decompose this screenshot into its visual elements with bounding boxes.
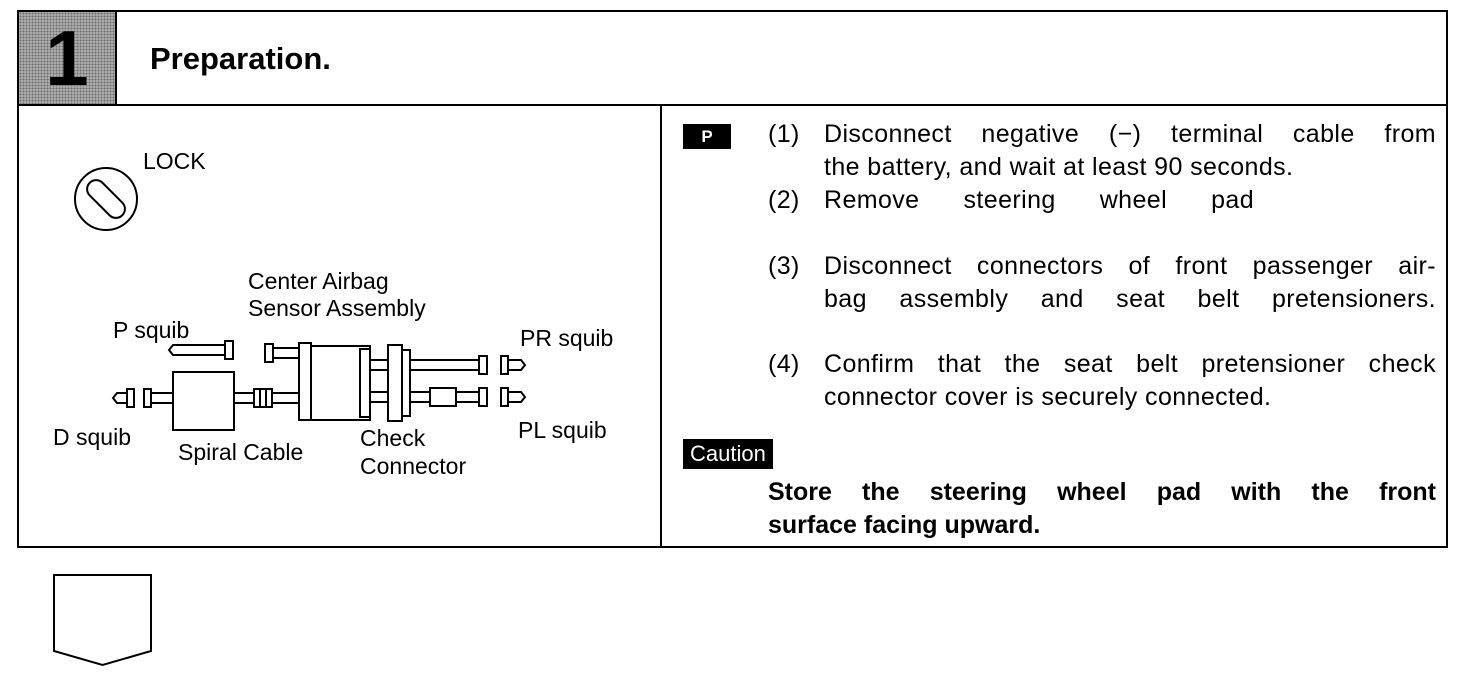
illustration-panel: LOCK Center Airbag Sensor Assembly P squ… [19,106,662,546]
pl-squib-connector [409,387,527,407]
check-connector-label-line2: Connector [360,453,467,479]
next-step-arrow-icon [53,574,152,667]
caution-badge: Caution [683,439,773,469]
ignition-switch-lock-icon [74,167,138,231]
step-text-line: Remove steering wheel pad [824,186,1254,214]
caution-text: Store the steering wheel pad with the fr… [768,476,1436,542]
step-number-3: (3) [768,252,800,280]
step-number-1: (1) [768,120,800,148]
pr-squib-label: PR squib [520,325,614,351]
spiral-cable-label: Spiral Cable [178,439,304,465]
airbag-system-diagram [74,167,527,431]
center-airbag-sensor-assembly [264,342,371,421]
procedure-frame: 1 Preparation. [17,10,1448,548]
step-number-4: (4) [768,350,800,378]
step-number: 1 [45,14,89,102]
center-sensor-label-line1: Center Airbag [248,268,389,294]
p-squib-label: P squib [113,317,190,343]
pr-squib-connector [409,355,527,375]
check-connector-label-line1: Check [360,425,426,451]
caution-line: Store the steering wheel pad with the fr… [768,478,1436,506]
lock-label: LOCK [143,148,206,174]
step-header: 1 Preparation. [19,12,1446,106]
step-text-line: Disconnect connectors of front passenger… [824,252,1436,280]
spiral-cable [172,371,300,431]
step-text-line: Confirm that the seat belt pretensioner … [824,350,1436,378]
step-title: Preparation. [150,41,331,76]
d-squib-connector [111,388,174,408]
step-text-line: connector cover is securely connected. [824,383,1272,411]
step-text-line: Disconnect negative (−) terminal cable f… [824,120,1436,148]
step-text-line: bag assembly and seat belt pretensioners… [824,285,1436,313]
d-squib-label: D squib [53,424,131,450]
pl-squib-label: PL squib [518,417,607,443]
instructions-panel: P (1) Disconnect negative (−) terminal c… [662,106,1446,546]
step-number-2: (2) [768,186,800,214]
check-connector [369,344,411,422]
caution-line: surface facing upward. [768,511,1041,539]
center-sensor-label-line2: Sensor Assembly [248,295,426,321]
step-text-line: the battery, and wait at least 90 second… [824,153,1294,181]
step-number-box: 1 [19,12,117,104]
procedure-badge: P [683,124,731,149]
p-squib-connector [167,340,234,360]
